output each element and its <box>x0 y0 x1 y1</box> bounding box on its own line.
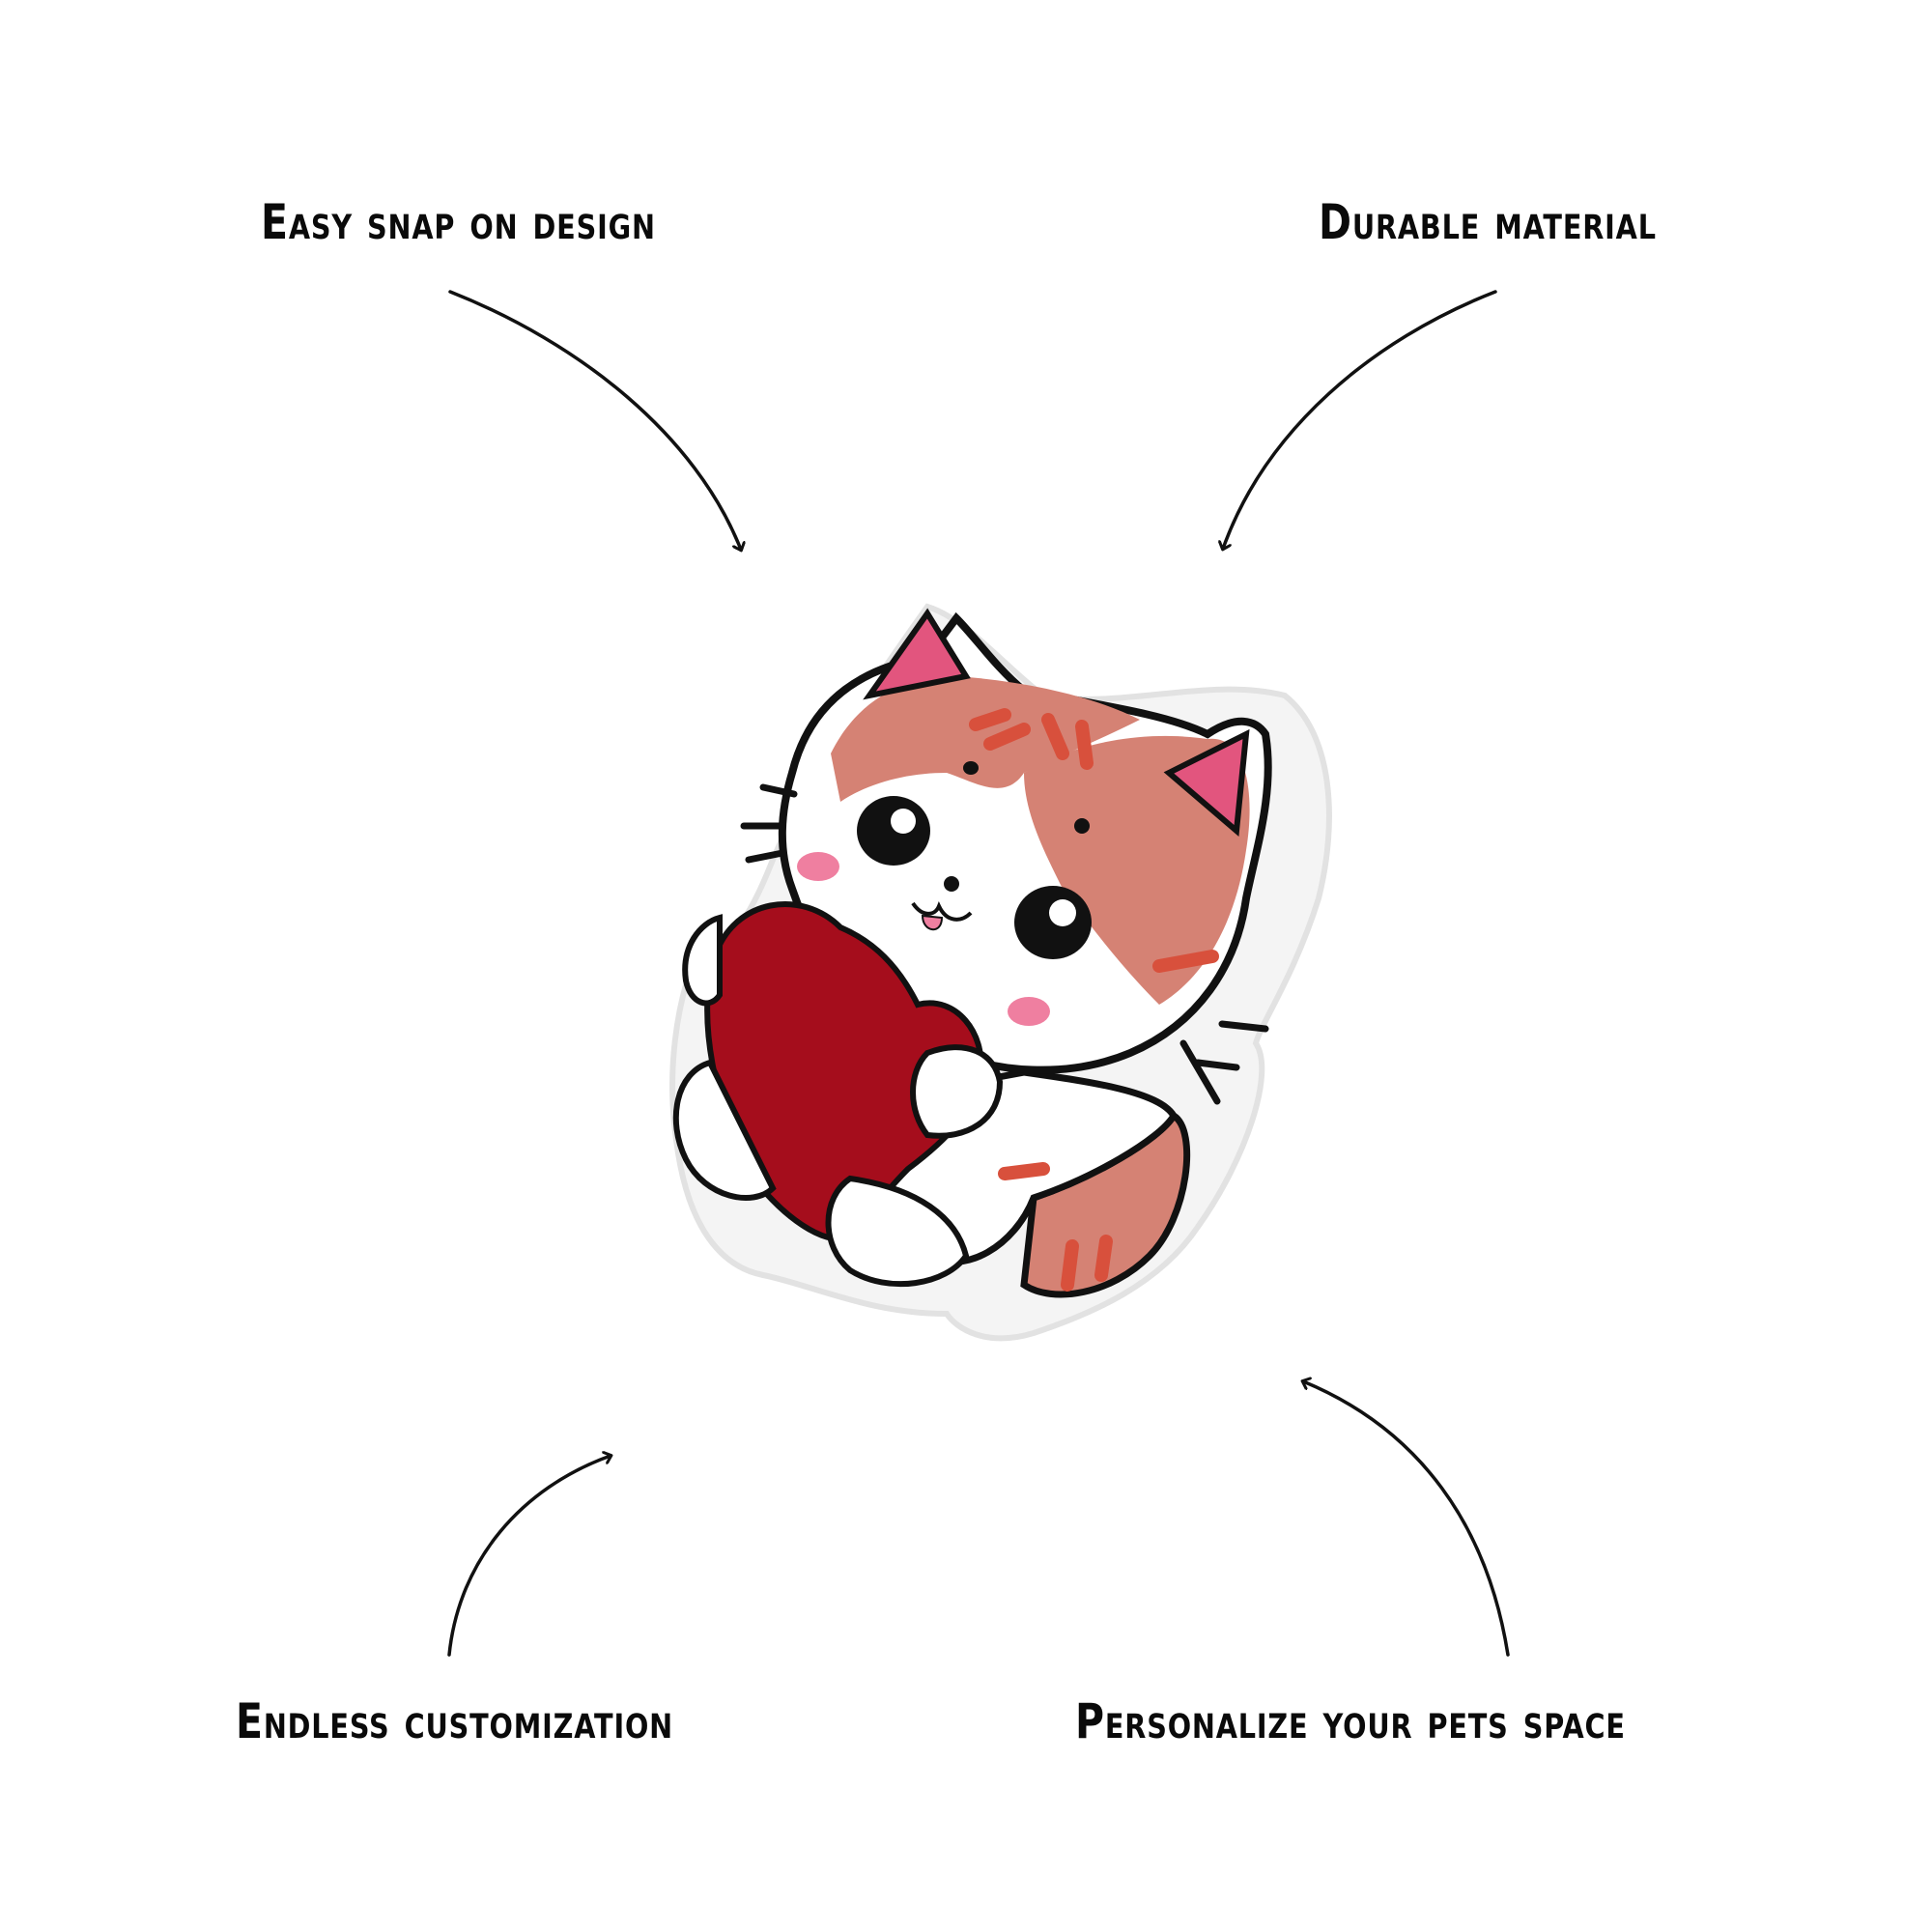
cat-stripes <box>969 708 1219 1292</box>
cat-foot-right <box>825 1175 970 1288</box>
cat-cheek-right <box>1008 997 1050 1026</box>
cat-ear-left <box>863 608 971 700</box>
arrow-bottom-left-icon <box>447 1456 611 1657</box>
cat-ear-right <box>1163 728 1250 838</box>
cat-eyes <box>857 761 1092 959</box>
cat-cheek-left <box>797 852 839 881</box>
cat-paw-left <box>682 914 723 1007</box>
cat-mouth <box>911 900 973 922</box>
cat-paw-right <box>910 1044 1004 1139</box>
cat-tongue <box>921 914 944 931</box>
cat-whiskers <box>740 783 1269 1105</box>
cat-fur-top <box>831 676 1140 802</box>
feature-label-endless-customization: Endless customization <box>236 1693 674 1749</box>
feature-label-easy-snap: Easy snap on design <box>261 194 656 250</box>
cat-nose <box>944 876 959 892</box>
arrow-top-left-icon <box>448 290 741 550</box>
feature-label-personalize-space: Personalize your pets space <box>1075 1693 1626 1749</box>
feature-label-durable-material: Durable material <box>1319 194 1657 250</box>
arrow-top-right-icon <box>1223 290 1497 549</box>
arrow-bottom-right-icon <box>1303 1381 1510 1657</box>
cat-foot-left <box>672 1059 777 1201</box>
cat-fur-right <box>1024 735 1250 1005</box>
